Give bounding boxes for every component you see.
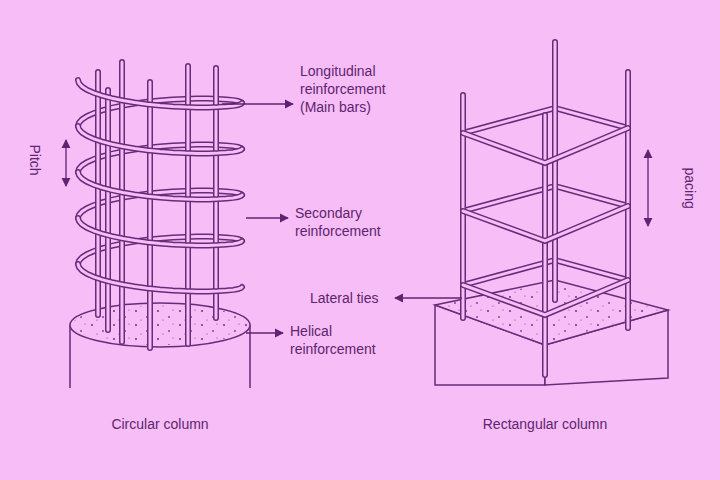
lateral-tie-front bbox=[463, 280, 628, 315]
part-label: Secondary reinforcement bbox=[295, 204, 415, 240]
leader-line bbox=[395, 297, 462, 298]
part-label: Lateral ties bbox=[310, 289, 378, 307]
helical-turn-core bbox=[78, 172, 242, 199]
main-bar bbox=[119, 62, 125, 342]
spacing-dimension bbox=[647, 150, 648, 226]
helical-turn-core bbox=[78, 80, 242, 107]
helical-turn bbox=[78, 80, 242, 107]
helical-turn bbox=[78, 172, 242, 199]
main-bar-core bbox=[544, 115, 547, 375]
leader-line bbox=[246, 332, 283, 333]
pitch-dimension bbox=[65, 140, 66, 186]
helical-turn-core bbox=[78, 126, 242, 153]
helical-turn-core bbox=[78, 218, 242, 245]
main-bar bbox=[105, 90, 111, 330]
slab-top bbox=[435, 280, 668, 345]
dimension-label: pacing bbox=[681, 167, 699, 208]
figure-caption: Rectangular column bbox=[483, 415, 608, 433]
part-label: Longitudinal reinforcement (Main bars) bbox=[300, 62, 420, 117]
main-bar-core bbox=[149, 82, 152, 348]
helical-turn-core bbox=[78, 264, 242, 291]
main-bar-core bbox=[554, 42, 557, 300]
main-bar-core bbox=[107, 90, 110, 330]
helical-turn bbox=[78, 264, 242, 291]
main-bar-core bbox=[627, 72, 630, 328]
main-bar-core bbox=[121, 62, 124, 342]
dimension-label: Pitch bbox=[26, 144, 44, 175]
lateral-tie-front bbox=[463, 128, 628, 163]
part-label: Helical reinforcement bbox=[290, 322, 410, 358]
lateral-tie-front-core bbox=[463, 280, 628, 315]
lateral-tie-front bbox=[463, 206, 628, 241]
lateral-tie-front-core bbox=[463, 128, 628, 163]
leader-line bbox=[246, 217, 288, 218]
helical-turn bbox=[78, 126, 242, 153]
helical-turn bbox=[78, 218, 242, 245]
main-bar bbox=[625, 72, 631, 328]
main-bar bbox=[147, 82, 153, 348]
main-bar bbox=[552, 42, 558, 300]
main-bar bbox=[542, 115, 548, 375]
figure-caption: Circular column bbox=[111, 415, 208, 433]
leader-line bbox=[222, 103, 293, 104]
lateral-tie-front-core bbox=[463, 206, 628, 241]
